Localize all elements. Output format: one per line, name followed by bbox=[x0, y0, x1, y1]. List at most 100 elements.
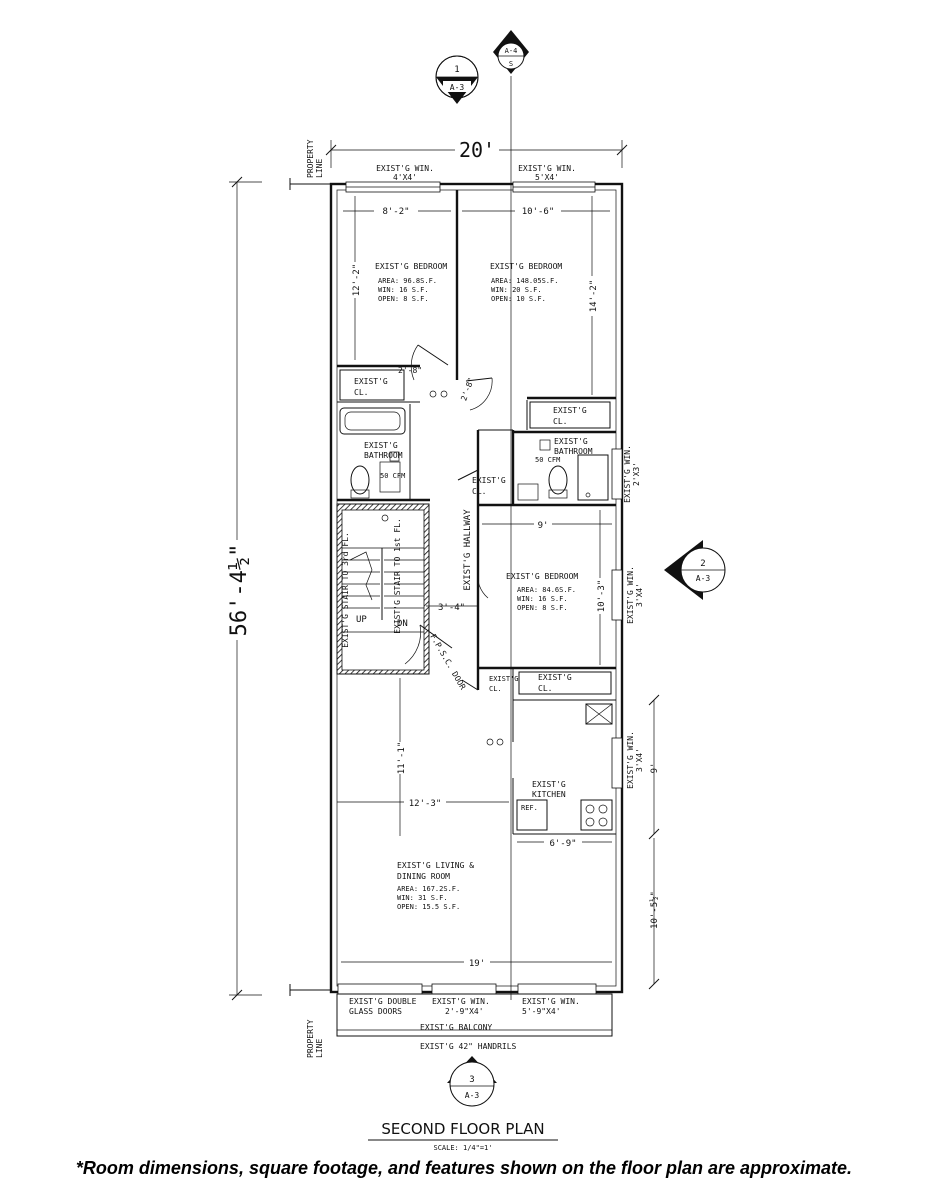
property-line-bottom: PROPERTY LINE bbox=[289, 984, 330, 1058]
bottom-window-1-l2: 2'-9"X4' bbox=[445, 1007, 484, 1016]
stair-dn-arrow-label: DN bbox=[397, 619, 408, 629]
closet-a-l2: CL. bbox=[354, 388, 368, 397]
section-2-number: 2 bbox=[700, 559, 705, 569]
section-marker-1: 1 A-3 bbox=[435, 55, 479, 104]
living-open: OPEN: 15.5 S.F. bbox=[397, 903, 460, 911]
section-a4-number: A-4 bbox=[505, 47, 518, 55]
glass-doors-l1: EXIST'G DOUBLE bbox=[349, 997, 417, 1006]
balcony-label: EXIST'G BALCONY bbox=[420, 1023, 492, 1032]
section-3-sheet: A-3 bbox=[465, 1091, 480, 1100]
top-window-2-size: 5'X4' bbox=[535, 173, 559, 182]
living-l1: EXIST'G LIVING & bbox=[397, 861, 474, 870]
section-marker-3: 3 A-3 bbox=[447, 1056, 497, 1107]
property-line-top: PROPERTY LINE bbox=[289, 139, 330, 190]
length-dimension-label: 56'-4½" bbox=[227, 544, 252, 637]
living-width: 12'-3" bbox=[409, 799, 442, 809]
svg-text:PROPERTY: PROPERTY bbox=[306, 1019, 315, 1058]
svg-text:LINE: LINE bbox=[315, 159, 324, 178]
bedroom-3-width: 9' bbox=[538, 521, 549, 531]
bedroom-2: 10'-6" 14'-2" EXIST'G BEDROOM AREA: 148.… bbox=[462, 196, 610, 395]
bedroom-1-area: AREA: 96.8S.F. bbox=[378, 277, 437, 285]
width-dimension-label: 20' bbox=[459, 138, 495, 162]
right-window-bath-size: 2'X3' bbox=[632, 462, 641, 486]
bedroom-2-open: OPEN: 10 S.F. bbox=[491, 295, 546, 303]
stair-width-dim: 3'-4" bbox=[438, 603, 465, 613]
bedroom-1-height: 12'-2" bbox=[352, 264, 362, 297]
top-window-1-label: EXIST'G WIN. bbox=[376, 164, 434, 173]
top-window-1-size: 4'X4' bbox=[393, 173, 417, 182]
exterior-walls bbox=[329, 181, 624, 995]
fpsc-door-label: F.P.S.C. DOOR bbox=[428, 633, 467, 692]
plan-title-block: SECOND FLOOR PLAN SCALE: 1/4"=1' bbox=[368, 1120, 558, 1152]
interior-walls bbox=[336, 190, 616, 835]
glass-doors-l2: GLASS DOORS bbox=[349, 1007, 402, 1016]
plan-scale: SCALE: 1/4"=1' bbox=[433, 1144, 492, 1152]
bedroom-2-width: 10'-6" bbox=[522, 207, 555, 217]
living-dining-room: 11'-1" 12'-3" EXIST'G LIVING & DINING RO… bbox=[337, 678, 660, 990]
top-window-2-label: EXIST'G WIN. bbox=[518, 164, 576, 173]
bedroom-1-width: 8'-2" bbox=[382, 207, 409, 217]
section-marker-2: 2 A-3 bbox=[664, 540, 726, 600]
bedroom-3-win: WIN: 16 S.F. bbox=[517, 595, 568, 603]
bath-2-l1: EXIST'G bbox=[554, 437, 588, 446]
bedroom-3-area: AREA: 84.6S.F. bbox=[517, 586, 576, 594]
bedroom-1-name: EXIST'G BEDROOM bbox=[375, 262, 447, 271]
bedroom-2-win: WIN: 20 S.F. bbox=[491, 286, 542, 294]
closet-d-l2: CL. bbox=[489, 685, 502, 693]
closet-d-l1: EXIST'G bbox=[489, 675, 519, 683]
living-l2: DINING ROOM bbox=[397, 872, 450, 881]
svg-text:LINE: LINE bbox=[315, 1039, 324, 1058]
closet-e-l1: EXIST'G bbox=[538, 673, 572, 682]
kitchen-l2: KITCHEN bbox=[532, 790, 566, 799]
bath-1-cfm: 50 CFM bbox=[380, 472, 405, 480]
living-win: WIN: 31 S.F. bbox=[397, 894, 448, 902]
closet-c-l1: EXIST'G bbox=[472, 476, 506, 485]
bedroom-3-open: OPEN: 8 S.F. bbox=[517, 604, 568, 612]
bedroom-3-name: EXIST'G BEDROOM bbox=[506, 572, 578, 581]
closet-e-l2: CL. bbox=[538, 684, 552, 693]
living-area: AREA: 167.2S.F. bbox=[397, 885, 460, 893]
section-3-number: 3 bbox=[469, 1075, 474, 1085]
section-1-sheet: A-3 bbox=[450, 83, 465, 92]
living-height: 11'-1" bbox=[397, 742, 407, 775]
bottom-window-2-l1: EXIST'G WIN. bbox=[522, 997, 580, 1006]
closet-b-l1: EXIST'G bbox=[553, 406, 587, 415]
hall-diagonal-dim: 2'-8" bbox=[459, 376, 476, 402]
living-height-2: 10'-5½" bbox=[649, 891, 660, 929]
section-2-sheet: A-3 bbox=[696, 574, 711, 583]
bath-1-l2: BATHROOM bbox=[364, 451, 403, 460]
kitchen-l1: EXIST'G bbox=[532, 780, 566, 789]
section-1-number: 1 bbox=[454, 65, 459, 75]
kitchen-width: 6'-9" bbox=[549, 839, 576, 849]
stair-up-arrow-label: UP bbox=[356, 615, 367, 625]
living-width-2: 19' bbox=[469, 959, 485, 969]
handrail-label: EXIST'G 42" HANDRILS bbox=[420, 1042, 517, 1051]
plan-title: SECOND FLOOR PLAN bbox=[381, 1120, 544, 1138]
bedroom-1: 8'-2" 12'-2" EXIST'G BEDROOM AREA: 96.8S… bbox=[343, 196, 451, 360]
bedroom-1-open: OPEN: 8 S.F. bbox=[378, 295, 429, 303]
kitchen: EXIST'G KITCHEN REF. 6'-9" 9' bbox=[517, 694, 660, 849]
kitchen-ref: REF. bbox=[521, 804, 538, 812]
closet-a-l1: EXIST'G bbox=[354, 377, 388, 386]
bedroom-3-height: 10'-3" bbox=[597, 580, 607, 613]
right-window-bath-label: EXIST'G WIN. bbox=[623, 445, 632, 503]
right-window-kit-size: 3'X4' bbox=[635, 748, 644, 772]
bedroom-3: 9' 10'-3" EXIST'G BEDROOM AREA: 84.6S.F.… bbox=[482, 510, 612, 665]
stair-up-label: EXIST'G STAIR TO 3rd FL. bbox=[341, 532, 350, 648]
stair-dn-label: EXIST'G STAIR TO 1st FL. bbox=[393, 518, 402, 634]
right-window-bed-size: 3'X4' bbox=[635, 583, 644, 607]
bottom-window-1-l1: EXIST'G WIN. bbox=[432, 997, 490, 1006]
section-marker-a4: A-4 S bbox=[493, 30, 529, 74]
hallway-label: EXIST'G HALLWAY bbox=[463, 509, 473, 591]
svg-text:PROPERTY: PROPERTY bbox=[306, 139, 315, 178]
bedroom-2-name: EXIST'G BEDROOM bbox=[490, 262, 562, 271]
right-window-kit-label: EXIST'G WIN. bbox=[626, 731, 635, 789]
section-a4-sheet: S bbox=[509, 60, 513, 68]
right-window-bed-label: EXIST'G WIN. bbox=[626, 566, 635, 624]
bath-1-l1: EXIST'G bbox=[364, 441, 398, 450]
bedroom-1-win: WIN: 16 S.F. bbox=[378, 286, 429, 294]
closet-b-l2: CL. bbox=[553, 417, 567, 426]
length-dimension: 56'-4½" bbox=[224, 176, 262, 1001]
kitchen-height: 9' bbox=[650, 763, 660, 774]
